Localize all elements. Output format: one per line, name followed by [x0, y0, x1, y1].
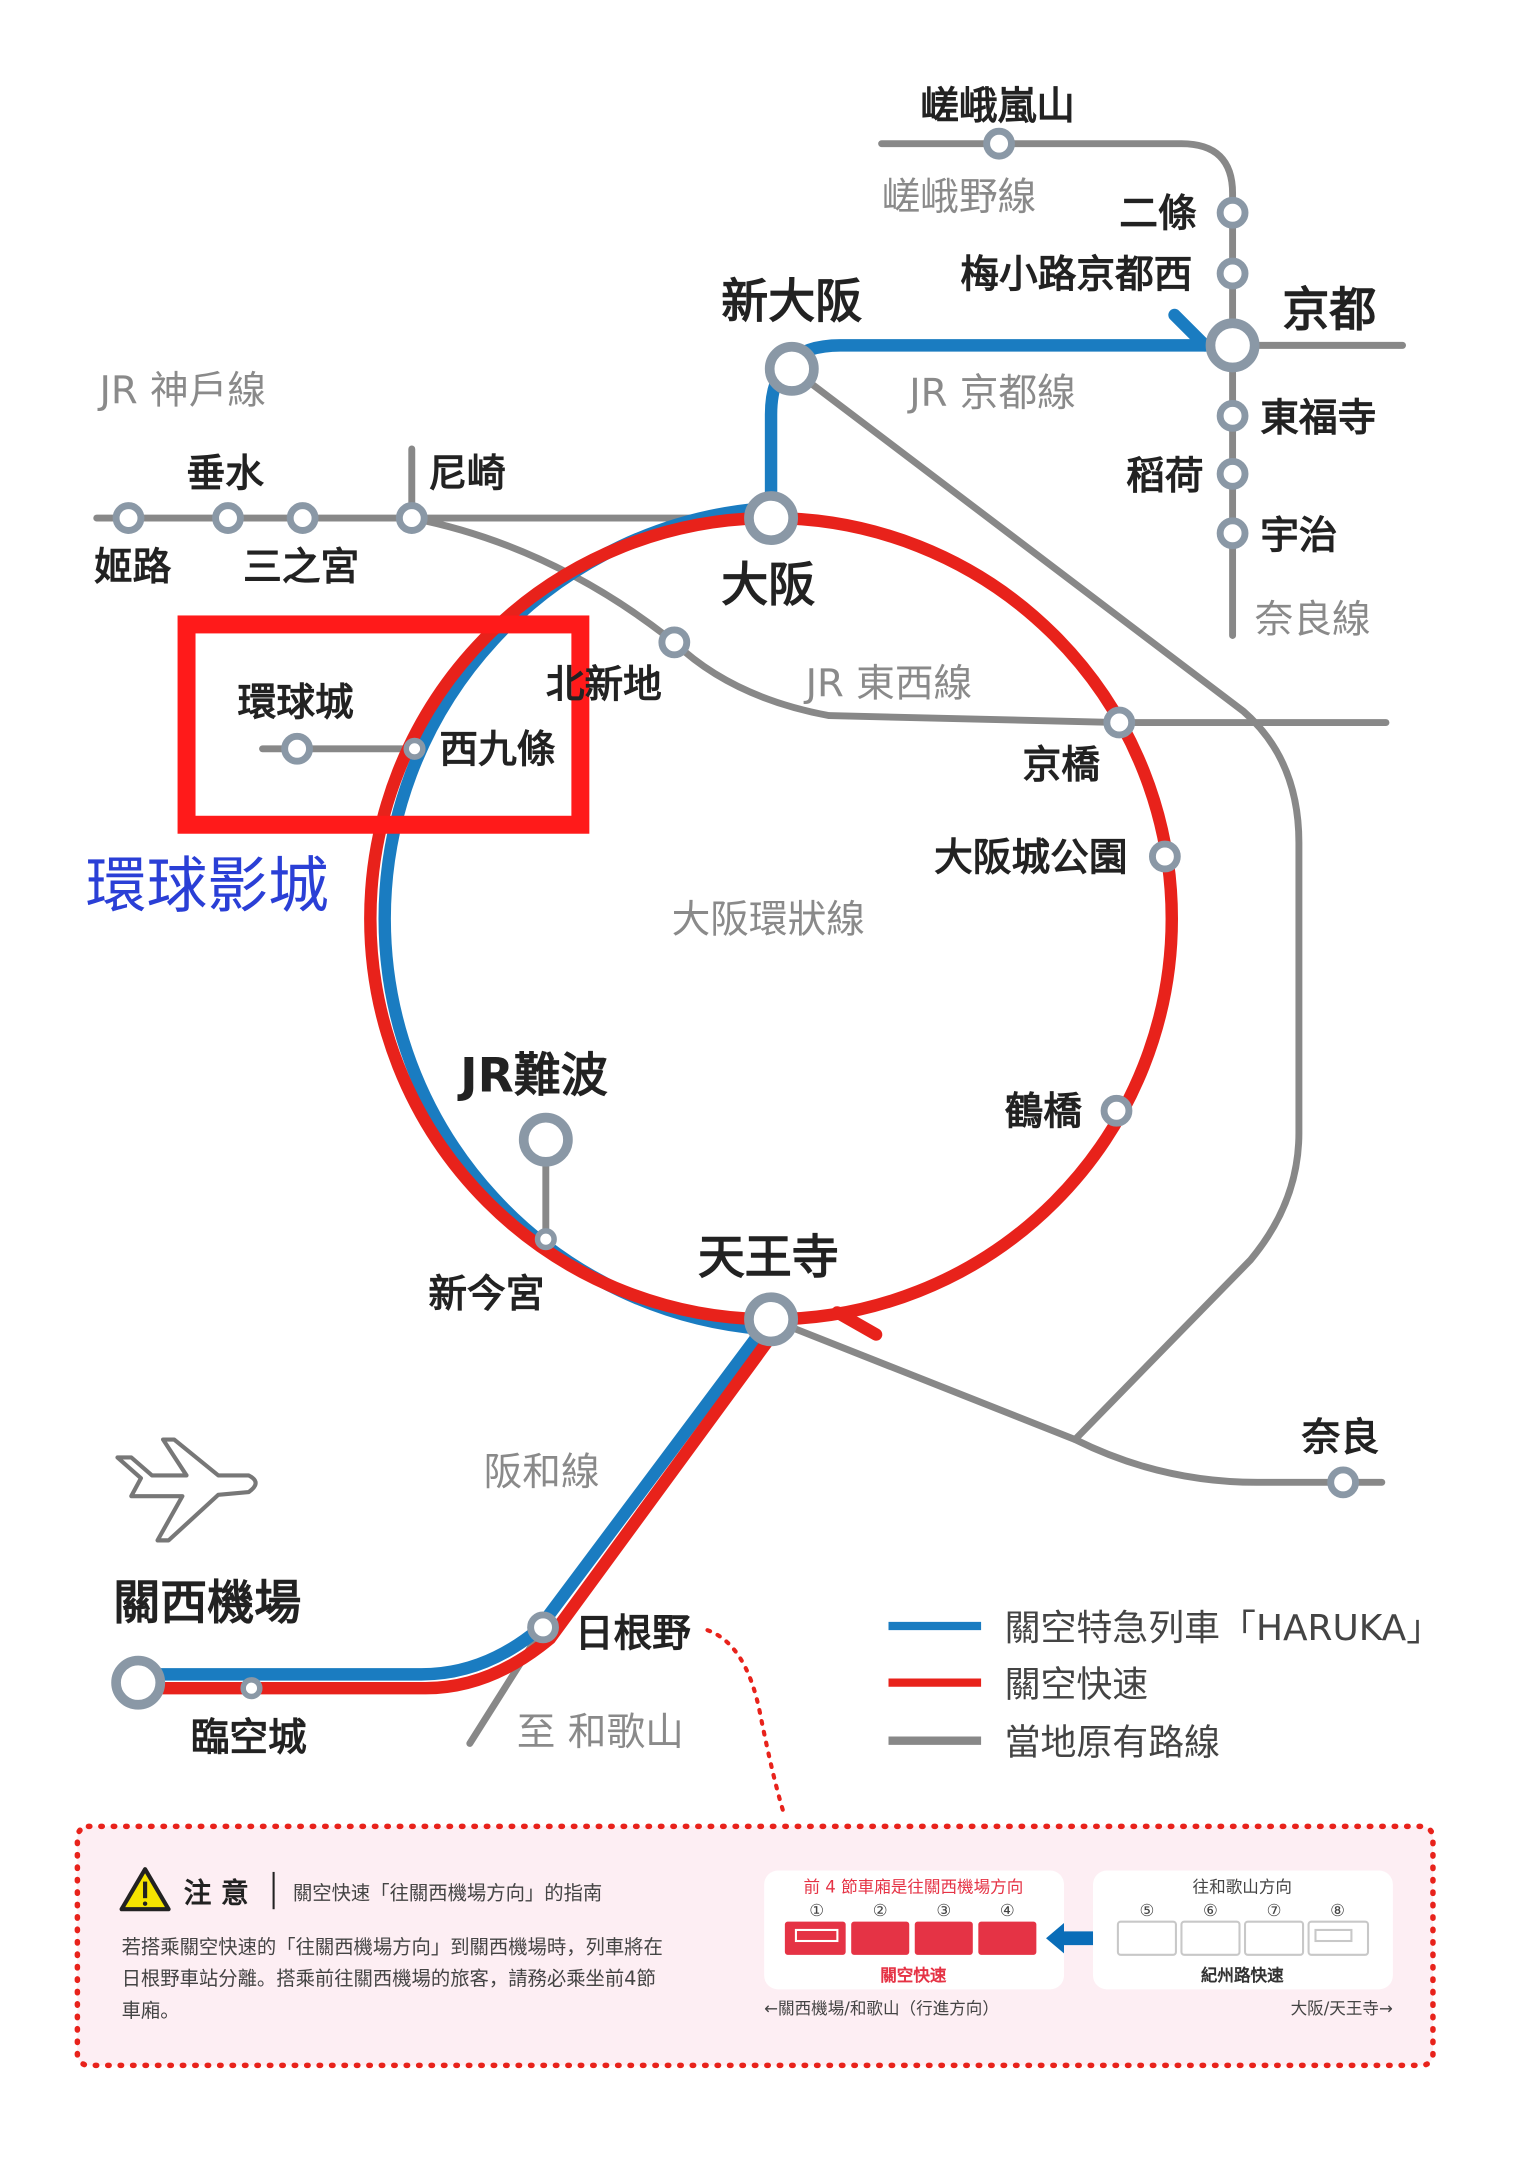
station-kyoto[interactable]: [1205, 318, 1260, 373]
notice-title: 注 意: [184, 1876, 249, 1909]
line-label-kyoto: JR 京都線: [907, 371, 1076, 416]
notice-body-1: 若搭乘關空快速的「往關西機場方向」到關西機場時，列車將在: [122, 1935, 663, 1958]
station-osakajokoen[interactable]: [1148, 840, 1181, 873]
callout-dotted-line: [705, 1628, 787, 1819]
label-universal-city: 環球城: [238, 681, 354, 726]
warning-icon: [119, 1867, 171, 1912]
label-nishikujo: 西九條: [439, 728, 555, 773]
legend-haruka: 關空特急列車「HARUKA」: [1005, 1608, 1443, 1649]
car-number-5: ⑤: [1139, 1901, 1154, 1920]
sagano-line: [878, 140, 1237, 639]
label-saga: 嵯峨嵐山: [920, 84, 1075, 129]
car-number-2: ②: [873, 1901, 888, 1920]
line-label-sagano: 嵯峨野線: [882, 175, 1037, 220]
notice-subtitle: 關空快速「往關西機場方向」的指南: [293, 1882, 602, 1905]
label-himeji: 姬路: [94, 545, 172, 590]
legend: 關空特急列車「HARUKA」 關空快速 當地原有路線: [888, 1608, 1443, 1764]
legend-kanku: 關空快速: [1005, 1664, 1149, 1705]
notice-body-2: 日根野車站分離。搭乘前往關西機場的旅客，請務必乘坐前4節: [122, 1967, 656, 1990]
label-kitashinchi: 北新地: [546, 663, 662, 708]
label-tarumi: 垂水: [187, 451, 265, 496]
label-shin-imamiya: 新今宮: [428, 1272, 544, 1317]
label-umekoji: 梅小路京都西: [960, 252, 1192, 297]
station-inari[interactable]: [1216, 457, 1249, 490]
label-inari: 稻荷: [1126, 454, 1203, 499]
left-direction: ←關西機場/和歌山（行進方向）: [764, 1999, 999, 2018]
label-uji: 宇治: [1260, 513, 1337, 558]
car-number-4: ④: [1000, 1901, 1015, 1920]
line-label-to-wakayama: 至 和歌山: [517, 1710, 684, 1755]
front-cars: [784, 1921, 1037, 1955]
station-tsuruhashi[interactable]: [1100, 1094, 1133, 1127]
station-rinku[interactable]: [240, 1677, 263, 1700]
highlight-box: [177, 615, 590, 834]
station-tofukuji[interactable]: [1216, 399, 1249, 432]
station-kyobashi[interactable]: [1103, 706, 1136, 739]
stations: [111, 127, 1360, 1710]
station-hineno[interactable]: [527, 1611, 559, 1644]
line-label-kobe: JR 神戶線: [97, 368, 266, 413]
label-sannomiya: 三之宮: [243, 545, 359, 590]
line-label-tozai: JR 東西線: [804, 661, 973, 706]
car-number-1: ①: [809, 1901, 824, 1920]
front-train-name: 關空快速: [880, 1965, 947, 1985]
station-kansai-airport[interactable]: [111, 1655, 166, 1710]
label-osakajokoen: 大阪城公園: [934, 835, 1127, 880]
airplane-icon: [115, 1437, 258, 1543]
right-direction: 大阪/天王寺→: [1291, 1999, 1393, 2018]
station-amagasaki[interactable]: [395, 502, 428, 534]
label-tofukuji: 東福寺: [1260, 396, 1376, 441]
label-tennoji: 天王寺: [698, 1231, 839, 1286]
legend-local: 當地原有路線: [1005, 1723, 1220, 1764]
label-nara: 奈良: [1301, 1416, 1380, 1461]
station-nara[interactable]: [1327, 1466, 1360, 1499]
usj-annotation: 環球影城: [86, 851, 329, 921]
station-himeji[interactable]: [112, 502, 145, 534]
label-kyobashi: 京橋: [1023, 743, 1101, 788]
car-number-3: ③: [936, 1901, 951, 1920]
label-nijo: 二條: [1119, 192, 1197, 237]
station-tarumi[interactable]: [212, 502, 244, 534]
rear-cars: [1116, 1920, 1370, 1956]
station-shin-imamiya[interactable]: [534, 1228, 557, 1251]
freight-line: [788, 365, 1303, 1443]
car-number-7: ⑦: [1267, 1901, 1282, 1920]
line-label-nara: 奈良線: [1255, 598, 1371, 643]
front-caption: 前 4 節車廂是往關西機場方向: [803, 1878, 1023, 1897]
label-kyoto: 京都: [1282, 283, 1376, 338]
station-jr-namba[interactable]: [518, 1112, 573, 1167]
label-jr-namba: JR難波: [457, 1048, 608, 1103]
rear-caption: 往和歌山方向: [1193, 1878, 1292, 1897]
station-tennoji[interactable]: [744, 1292, 799, 1347]
station-universal-city[interactable]: [281, 732, 313, 765]
station-nishikujo[interactable]: [403, 737, 426, 760]
car-number-8: ⑧: [1330, 1901, 1345, 1920]
station-kitashinchi[interactable]: [658, 626, 691, 659]
local-lines: [93, 140, 1406, 1747]
label-amagasaki: 尼崎: [428, 451, 505, 496]
car-number-6: ⑥: [1203, 1901, 1218, 1920]
station-sannomiya[interactable]: [286, 502, 319, 534]
notice-box: 注 意 關空快速「往關西機場方向」的指南 若搭乘關空快速的「往關西機場方向」到關…: [74, 1823, 1436, 2069]
label-kansai-airport: 關西機場: [113, 1576, 301, 1631]
label-hineno: 日根野: [575, 1612, 691, 1657]
line-label-loop: 大阪環狀線: [672, 898, 865, 943]
station-osaka[interactable]: [744, 491, 799, 545]
label-rinku: 臨空城: [191, 1715, 307, 1760]
station-nijo[interactable]: [1216, 196, 1249, 229]
station-saga[interactable]: [983, 127, 1015, 160]
label-shin-osaka: 新大阪: [721, 275, 862, 330]
station-shin-osaka[interactable]: [764, 341, 819, 396]
station-uji[interactable]: [1216, 517, 1249, 550]
station-umekoji[interactable]: [1216, 257, 1249, 290]
rear-train-name: 紀州路快速: [1201, 1965, 1284, 1985]
nara-line: [767, 1315, 1386, 1486]
label-tsuruhashi: 鶴橋: [1005, 1090, 1083, 1135]
line-label-hanwa: 阪和線: [484, 1450, 600, 1495]
label-osaka: 大阪: [721, 558, 815, 613]
notice-body-3: 車廂。: [122, 1999, 180, 2022]
